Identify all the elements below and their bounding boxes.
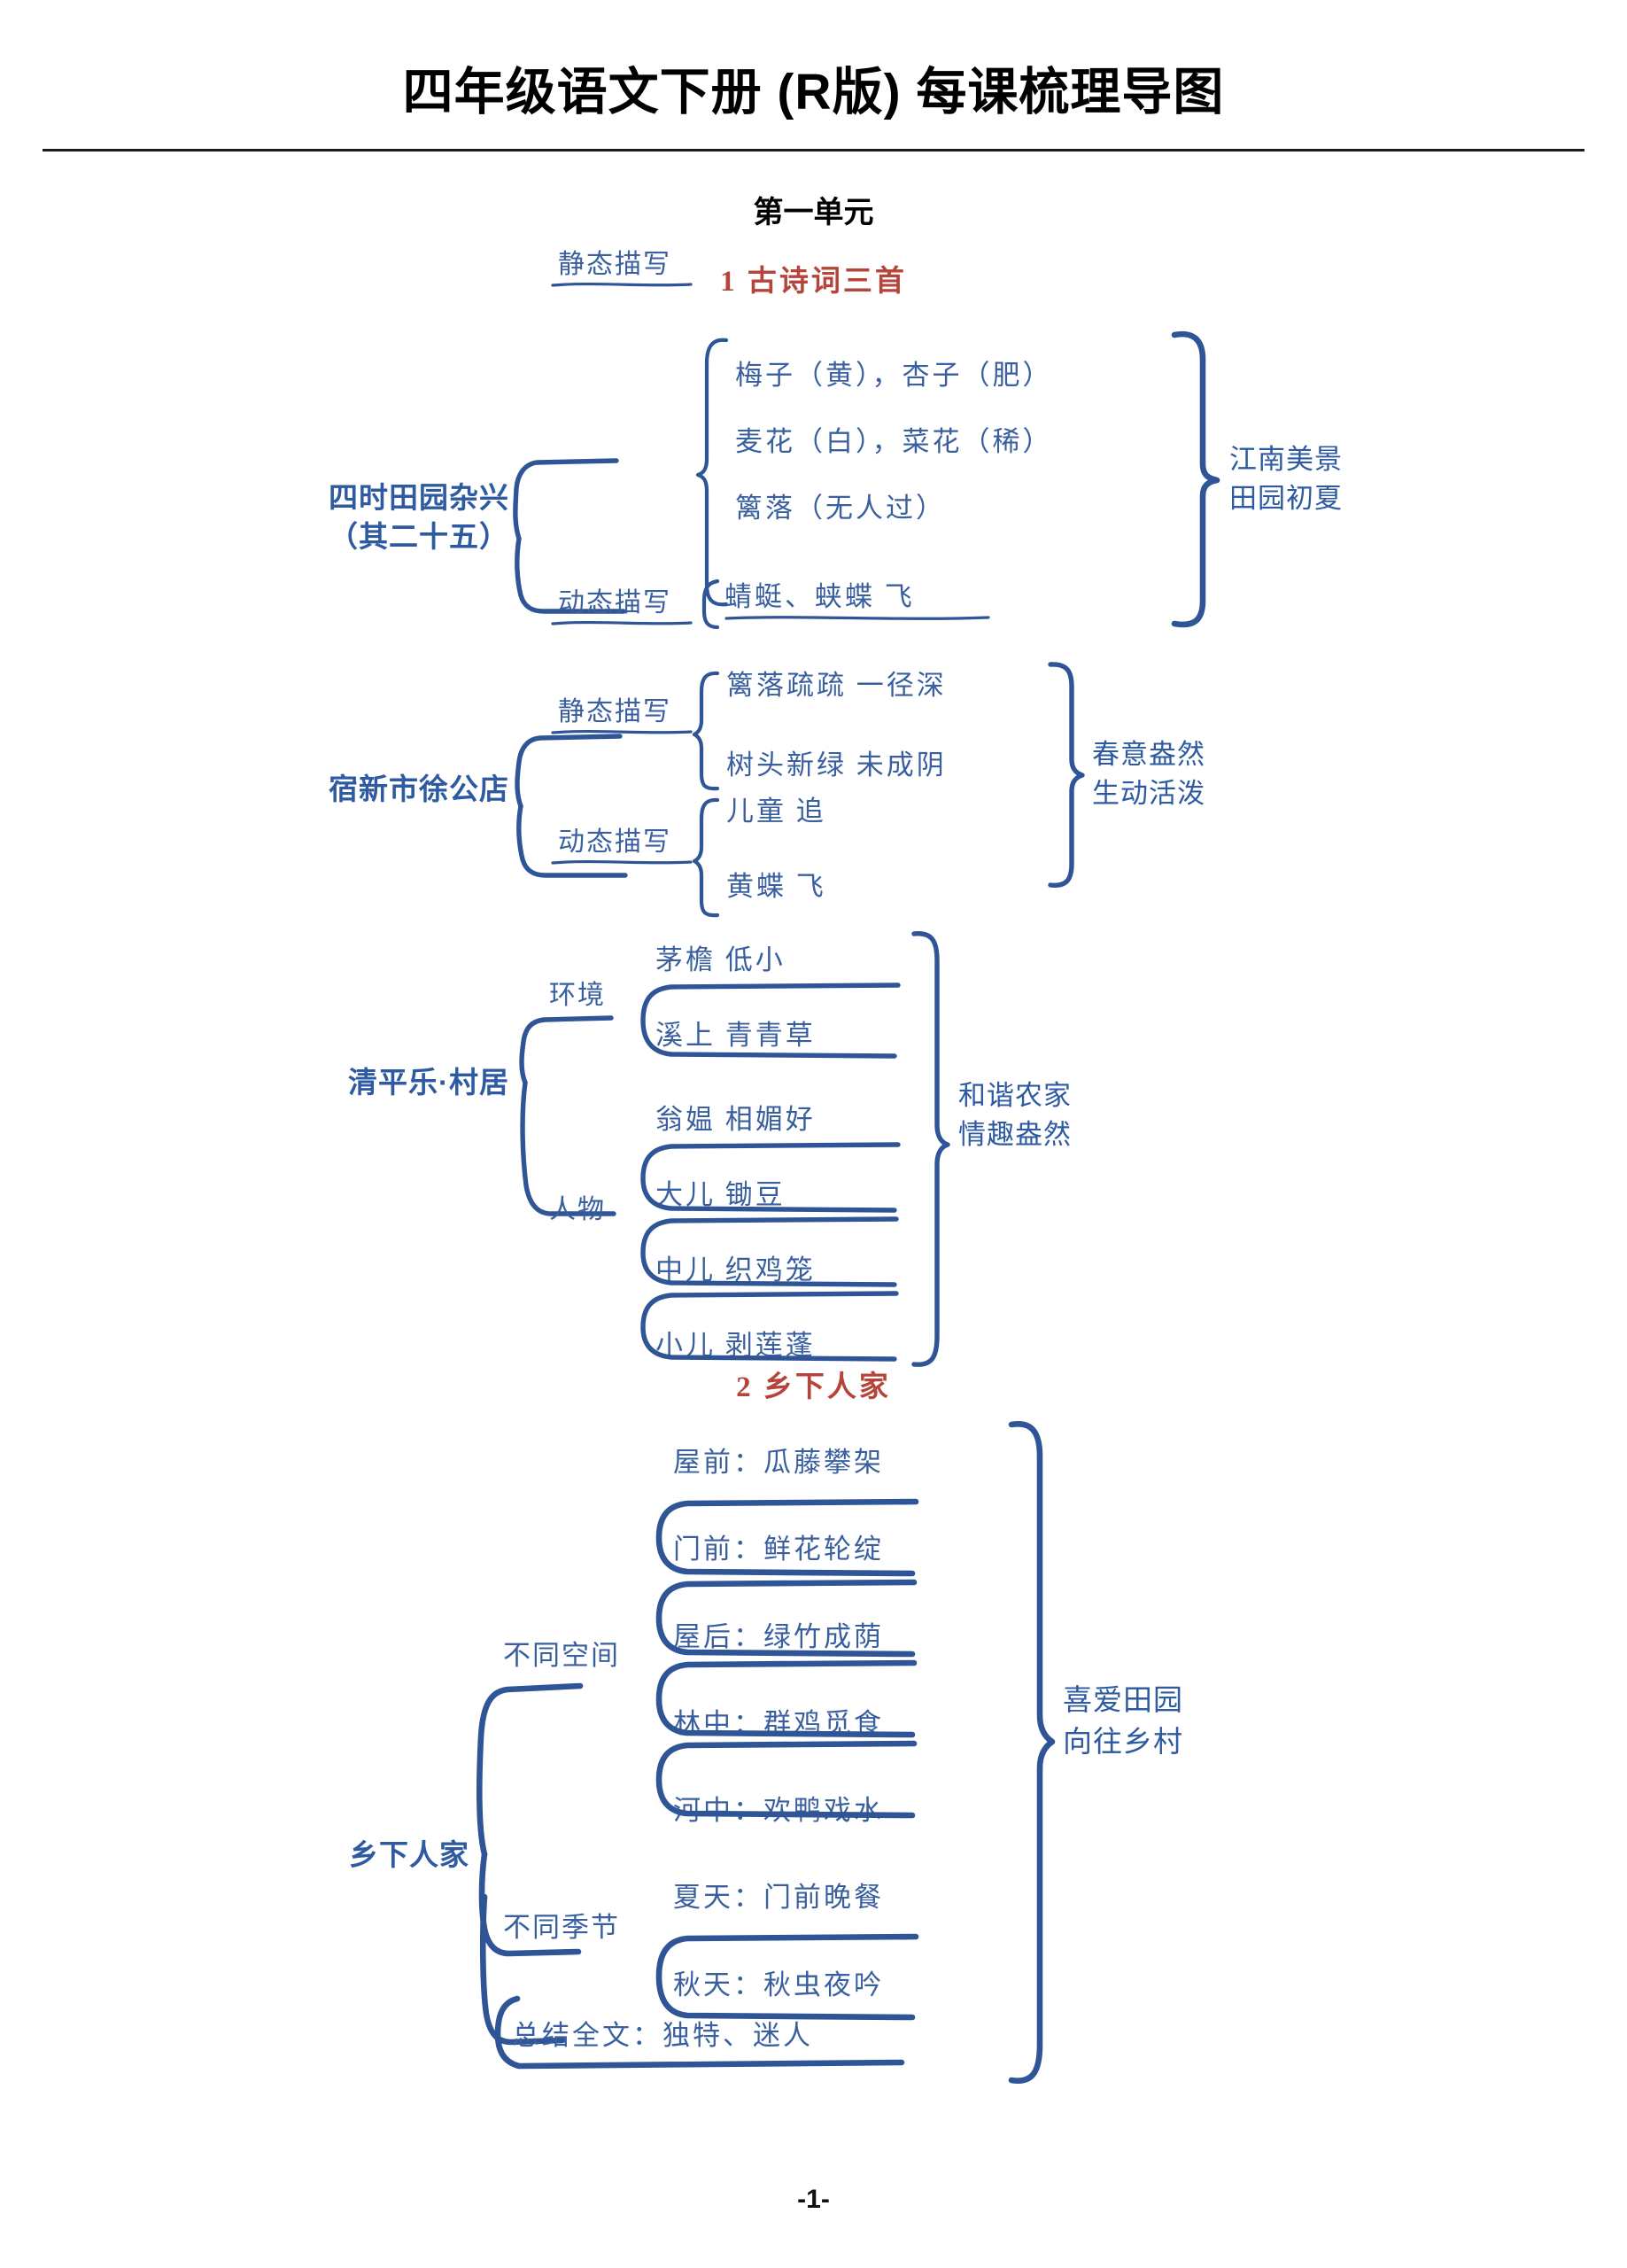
conclusion-line: 喜爱田园 bbox=[1063, 1683, 1183, 1716]
conclusion-line: 春意盎然 bbox=[1092, 739, 1205, 770]
leaf-item: 大儿 锄豆 bbox=[655, 1179, 786, 1210]
leaf-item: 梅子（黄），杏子（肥） bbox=[735, 360, 1053, 391]
root-line: （其二十五） bbox=[329, 519, 509, 553]
conclusion-brace bbox=[911, 931, 950, 1367]
conclusion-line: 和谐农家 bbox=[958, 1080, 1072, 1111]
conclusion-line: 田园初夏 bbox=[1229, 483, 1343, 515]
leaf-item: 翁媪 相媚好 bbox=[655, 1104, 816, 1135]
map-root-label: 清平乐·村居 bbox=[168, 1063, 509, 1102]
conclusion-line: 江南美景 bbox=[1229, 444, 1343, 475]
leaf-item: 麦花（白），菜花（稀） bbox=[735, 426, 1053, 457]
leaf-item: 林中：群鸡觅食 bbox=[673, 1708, 884, 1739]
root-brace bbox=[476, 1682, 584, 2046]
page-number: -1- bbox=[797, 2185, 830, 2214]
leaf-item: 溪上 青青草 bbox=[655, 1020, 816, 1051]
branch-label-dynamic: 动态描写 bbox=[558, 588, 671, 617]
conclusion-brace bbox=[1048, 662, 1085, 888]
root-line: 清平乐·村居 bbox=[348, 1066, 509, 1099]
map-root-label: 宿新市徐公店 bbox=[173, 770, 509, 809]
leaf-underline bbox=[724, 616, 990, 620]
leaf-item: 夏天：门前晚餐 bbox=[673, 1882, 884, 1913]
leaf-item: 茅檐 低小 bbox=[655, 944, 786, 975]
map-root-label: 四时田园杂兴 （其二十五） bbox=[155, 478, 509, 555]
branch-label-static: 静态描写 bbox=[558, 697, 671, 726]
conclusion-brace bbox=[1008, 1421, 1056, 2084]
leaf-item: 儿童 追 bbox=[726, 796, 826, 827]
conclusion-line: 情趣盎然 bbox=[958, 1119, 1072, 1151]
leaf-item: 屋前：瓜藤攀架 bbox=[673, 1447, 884, 1478]
lesson-heading-1: 1 古诗词三首 bbox=[720, 266, 907, 298]
leaf-item: 篱落（无人过） bbox=[735, 493, 946, 524]
leaf-item: 门前：鲜花轮绽 bbox=[673, 1534, 884, 1565]
leaf-item: 篱落疏疏 一径深 bbox=[726, 670, 947, 701]
conclusion-line: 生动活泼 bbox=[1092, 778, 1205, 810]
conclusion-label: 喜爱田园 向往乡村 bbox=[1063, 1680, 1183, 1763]
leaf-item: 小儿 剥莲蓬 bbox=[655, 1330, 816, 1361]
leaf-item: 河中：欢鸭戏水 bbox=[673, 1795, 884, 1826]
conclusion-line: 向往乡村 bbox=[1063, 1724, 1183, 1758]
title-divider bbox=[43, 149, 1584, 151]
unit-heading: 第一单元 bbox=[753, 196, 874, 229]
leaf-bracket bbox=[701, 579, 720, 630]
leaf-item: 蜻蜓、蛱蝶 飞 bbox=[724, 581, 915, 612]
conclusion-label: 和谐农家 情趣盎然 bbox=[958, 1076, 1072, 1154]
branch-label-space: 不同空间 bbox=[503, 1640, 620, 1671]
branch-underline bbox=[551, 620, 693, 625]
leaf-item: 秋天：秋虫夜吟 bbox=[673, 1969, 884, 2000]
branch-underline bbox=[551, 859, 693, 865]
map-root-label: 乡下人家 bbox=[155, 1836, 469, 1875]
leaf-bracket bbox=[692, 671, 720, 791]
branch-label-season: 不同季节 bbox=[503, 1912, 620, 1943]
root-line: 乡下人家 bbox=[349, 1838, 469, 1871]
conclusion-label: 江南美景 田园初夏 bbox=[1229, 440, 1343, 518]
branch-label-dynamic: 动态描写 bbox=[558, 827, 671, 857]
root-line: 宿新市徐公店 bbox=[329, 773, 509, 805]
leaf-item: 黄蝶 飞 bbox=[726, 871, 826, 902]
branch-label-static: 静态描写 bbox=[558, 250, 671, 279]
root-brace bbox=[515, 734, 628, 878]
leaf-item: 树头新绿 未成阴 bbox=[726, 750, 947, 781]
summary-item: 总结全文：独特、迷人 bbox=[512, 2020, 813, 2051]
leaf-item: 屋后：绿竹成荫 bbox=[673, 1621, 884, 1652]
conclusion-label: 春意盎然 生动活泼 bbox=[1092, 735, 1205, 813]
leaf-bracket bbox=[692, 797, 720, 918]
branch-label-people: 人物 bbox=[549, 1195, 606, 1224]
root-line: 四时田园杂兴 bbox=[329, 481, 509, 514]
lesson-heading-2: 2 乡下人家 bbox=[736, 1371, 891, 1403]
page-title: 四年级语文下册 (R版) 每课梳理导图 bbox=[402, 64, 1225, 120]
branch-underline bbox=[551, 729, 693, 734]
leaf-bracket bbox=[695, 338, 729, 607]
leaf-item: 中儿 织鸡笼 bbox=[655, 1254, 816, 1285]
conclusion-brace bbox=[1171, 330, 1220, 628]
branch-label-environment: 环境 bbox=[549, 981, 606, 1010]
